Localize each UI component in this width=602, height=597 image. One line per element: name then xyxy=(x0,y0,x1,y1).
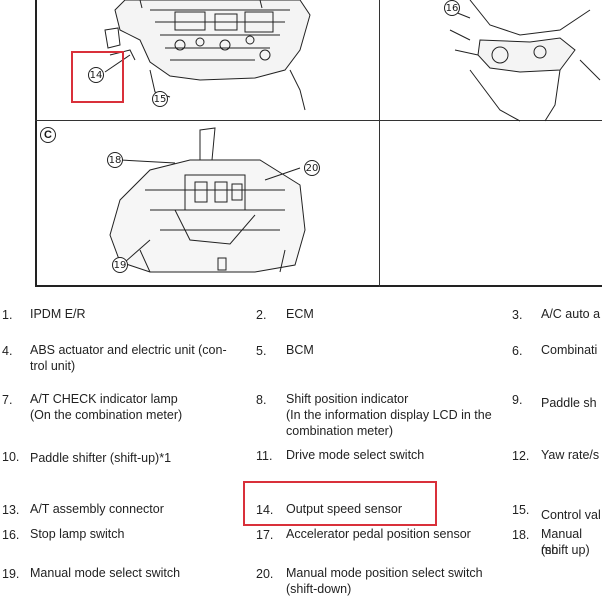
legend-num: 13. xyxy=(2,503,20,517)
callout-16: 16 xyxy=(444,0,460,16)
legend-text: Manual mo xyxy=(541,527,582,557)
legend-num: 3. xyxy=(512,308,523,322)
legend-text: trol unit) xyxy=(30,359,76,373)
legend-num: 5. xyxy=(256,344,267,358)
legend-num: 10. xyxy=(2,450,20,464)
legend-text: combination meter) xyxy=(286,424,393,438)
legend-text: A/T assembly connector xyxy=(30,502,164,516)
section-label-c: C xyxy=(40,127,56,143)
legend-text: Output speed sensor xyxy=(286,502,403,516)
legend-text: Drive mode select switch xyxy=(286,448,425,462)
legend-text: (shift-down) xyxy=(286,582,352,596)
legend-num: 14. xyxy=(256,503,274,517)
legend-num: 8. xyxy=(256,393,267,407)
legend-text: (In the information display LCD in the xyxy=(286,408,492,422)
callout-18: 18 xyxy=(107,152,123,168)
legend-num: 16. xyxy=(2,528,20,542)
legend-text: Manual mode position select switch xyxy=(286,566,483,580)
highlight-callout-14 xyxy=(71,51,124,103)
legend-num: 15. xyxy=(512,503,530,517)
legend-text: Control val xyxy=(541,508,601,522)
legend-num: 9. xyxy=(512,393,523,407)
component-line-art xyxy=(104,0,601,273)
highlight-output-speed-sensor xyxy=(243,481,437,526)
callout-14: 14 xyxy=(88,67,104,83)
legend-text: (On the combination meter) xyxy=(30,408,183,422)
legend-text: Paddle shifter (shift-up)*1 xyxy=(30,451,172,465)
legend-text: Paddle sh xyxy=(541,396,597,410)
legend-text: A/T CHECK indicator lamp xyxy=(30,392,178,406)
legend-num: 19. xyxy=(2,567,20,581)
legend-text: Combinati xyxy=(541,343,598,357)
legend-num: 12. xyxy=(512,449,530,463)
legend-num: 7. xyxy=(2,393,13,407)
legend-text: BCM xyxy=(286,343,314,357)
legend-num: 20. xyxy=(256,567,274,581)
legend-text: Yaw rate/s xyxy=(541,448,600,462)
callout-15: 15 xyxy=(152,91,168,107)
panel-brake-area xyxy=(380,0,602,121)
legend-num: 1. xyxy=(2,308,13,322)
legend-num: 4. xyxy=(2,344,13,358)
legend-num: 17. xyxy=(256,528,274,542)
legend-num: 11. xyxy=(256,449,273,463)
legend-num: 6. xyxy=(512,344,523,358)
legend-text: (shift up) xyxy=(541,543,590,557)
legend-text: IPDM E/R xyxy=(30,307,86,321)
legend-text: Shift position indicator xyxy=(286,392,409,406)
legend-text: Stop lamp switch xyxy=(30,527,125,541)
legend-text: Accelerator pedal position sensor xyxy=(286,527,471,541)
callout-20: 20 xyxy=(304,160,320,176)
legend-num: 18. xyxy=(512,528,530,542)
diagram-frame xyxy=(35,0,602,287)
legend-num: 2. xyxy=(256,308,267,322)
legend-text: A/C auto a xyxy=(541,307,601,321)
legend-text: ECM xyxy=(286,307,314,321)
callout-19: 19 xyxy=(112,257,128,273)
panel-transmission xyxy=(35,0,380,121)
legend-text: Manual mode select switch xyxy=(30,566,181,580)
legend-text: ABS actuator and electric unit (con- xyxy=(30,343,227,357)
panel-shifter-console xyxy=(35,121,380,287)
